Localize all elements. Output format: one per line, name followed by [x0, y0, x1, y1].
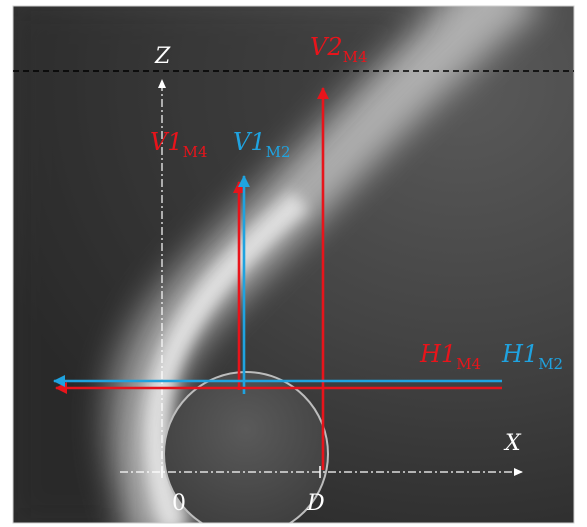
- background-image: [13, 6, 574, 523]
- cylinder: [163, 371, 329, 523]
- z-axis-label: Z: [154, 44, 171, 69]
- x-axis-label: X: [503, 431, 522, 456]
- v1-m4-label: V1M4: [150, 128, 208, 161]
- h1-m4-label: H1M4: [419, 340, 481, 373]
- d-label: D: [306, 491, 325, 516]
- h1-m2-label: H1M2: [501, 340, 563, 373]
- v2-m4-label: V2M4: [310, 33, 368, 66]
- origin-label: 0: [172, 491, 186, 516]
- v1-m2-label: V1M2: [233, 128, 291, 161]
